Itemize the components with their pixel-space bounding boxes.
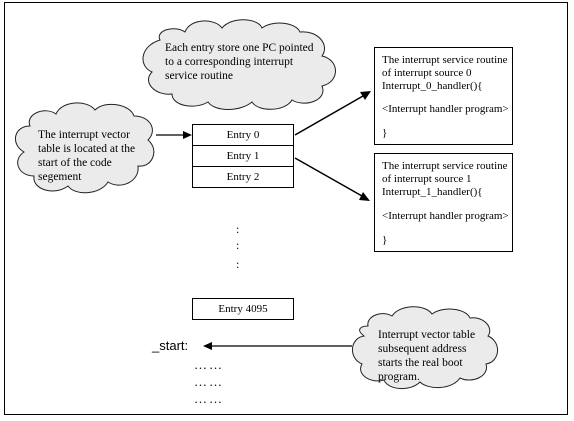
isr1-line1: The interrupt service routine <box>382 160 508 172</box>
dots-row-3: …… <box>194 391 224 406</box>
cloud-right-shape <box>352 306 498 389</box>
arrowhead-start <box>203 342 212 350</box>
entry-row-4095: Entry 4095 <box>218 303 268 315</box>
isr1-line3: Interrupt_1_handler(){ <box>382 186 483 198</box>
cloud-left-text: The interrupt vector table is located at… <box>38 129 136 183</box>
entry-row-1: Entry 1 <box>193 146 293 167</box>
dots-row-2: …… <box>194 374 224 389</box>
isr0-line5: } <box>382 127 388 139</box>
arrowhead-isr1 <box>359 192 370 201</box>
isr0-line3: Interrupt_0_handler(){ <box>382 80 483 92</box>
entry-4095-box: Entry 4095 <box>192 298 294 320</box>
isr1-box: The interrupt service routine of interru… <box>374 153 513 252</box>
vertical-ellipsis-3: : <box>236 257 240 271</box>
entry-row-0: Entry 0 <box>193 125 293 146</box>
isr1-line5: } <box>382 234 388 246</box>
vertical-ellipsis-1: : <box>236 222 240 236</box>
dots-row-1: …… <box>194 357 224 372</box>
isr0-line4: <Interrupt handler program> <box>382 103 509 115</box>
entry-row-2: Entry 2 <box>226 171 260 183</box>
isr1-line2: of interrupt source 1 <box>382 173 472 185</box>
vertical-ellipsis-2: : <box>236 238 240 252</box>
arrowhead-isr0 <box>360 91 371 100</box>
cloud-left-shape <box>15 102 155 194</box>
start-label: _start: <box>152 338 189 353</box>
arrow-entry1-to-isr1 <box>294 157 363 197</box>
arrowhead-entry0 <box>183 131 192 139</box>
cloud-top-text: Each entry store one PC pointed to a cor… <box>165 42 314 82</box>
isr1-line4: <Interrupt handler program> <box>382 210 509 222</box>
isr0-line1: The interrupt service routine <box>382 54 508 66</box>
isr0-line2: of interrupt source 0 <box>382 67 472 79</box>
isr0-box: The interrupt service routine of interru… <box>374 47 513 145</box>
arrow-entry0-to-isr0 <box>294 95 364 136</box>
vector-table: Entry 0 Entry 1 Entry 2 <box>192 124 294 188</box>
cloud-right-text: Interrupt vector table subsequent addres… <box>378 329 476 383</box>
cloud-top-shape <box>142 19 336 110</box>
